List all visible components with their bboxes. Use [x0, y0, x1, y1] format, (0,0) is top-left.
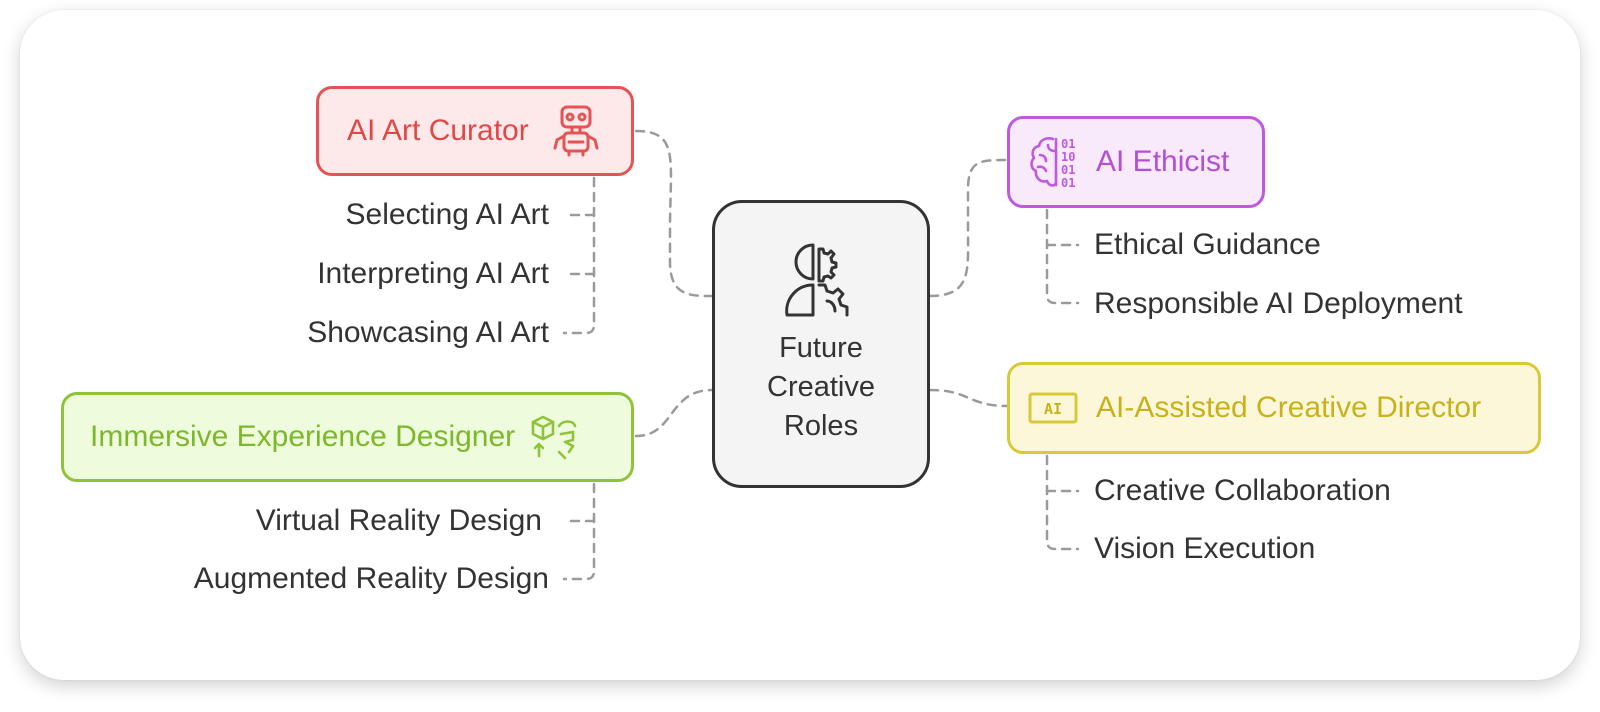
leaf-showcasing-ai-art: Showcasing AI Art [307, 316, 549, 349]
connector-ethicist-items [1045, 208, 1080, 305]
icon-binary-1: 01 [1061, 137, 1075, 151]
node-label: AI Ethicist [1096, 145, 1230, 178]
center-node-future-creative-roles: Future Creative Roles [712, 200, 930, 488]
leaf-creative-collaboration: Creative Collaboration [1094, 474, 1391, 507]
leaf-vision-execution: Vision Execution [1094, 532, 1316, 565]
node-ai-ethicist: 01 10 01 01 AI Ethicist [1007, 116, 1265, 208]
connector-curator-items [562, 176, 596, 335]
head-gear-icon [785, 243, 849, 317]
robot-icon [553, 105, 599, 157]
connector-curator [634, 129, 714, 298]
leaf-virtual-reality-design: Virtual Reality Design [255, 504, 542, 537]
center-title-line-3: Roles [783, 410, 859, 442]
leaf-augmented-reality-design: Augmented Reality Design [193, 562, 549, 595]
icon-binary-2: 10 [1061, 150, 1075, 164]
connector-ethicist [928, 158, 1009, 298]
node-label: AI-Assisted Creative Director [1096, 391, 1482, 424]
leaf-responsible-ai-deployment: Responsible AI Deployment [1094, 287, 1463, 320]
icon-binary-4: 01 [1061, 176, 1075, 190]
icon-ai-text: AI [1044, 400, 1062, 418]
leaf-selecting-ai-art: Selecting AI Art [345, 198, 549, 231]
icon-binary-3: 01 [1061, 163, 1075, 177]
connector-director-items [1045, 454, 1080, 551]
node-ai-assisted-creative-director: AI AI-Assisted Creative Director [1007, 362, 1541, 454]
node-ai-art-curator: AI Art Curator [316, 86, 634, 176]
connector-director [928, 388, 1009, 408]
ai-chip-icon: AI [1028, 392, 1078, 424]
node-label: Immersive Experience Designer [90, 420, 516, 453]
center-title: Future Creative Roles [767, 329, 875, 446]
leaf-interpreting-ai-art: Interpreting AI Art [317, 257, 549, 290]
node-label: AI Art Curator [347, 114, 529, 147]
leaf-ethical-guidance: Ethical Guidance [1094, 228, 1321, 261]
cube-hand-icon [531, 415, 577, 460]
center-title-line-2: Creative [767, 371, 875, 403]
connector-immersive-items [562, 482, 596, 581]
connector-immersive [634, 388, 714, 438]
node-immersive-experience-designer: Immersive Experience Designer [61, 392, 634, 482]
brain-binary-icon: 01 10 01 01 [1030, 137, 1075, 190]
center-title-line-1: Future [779, 332, 863, 364]
